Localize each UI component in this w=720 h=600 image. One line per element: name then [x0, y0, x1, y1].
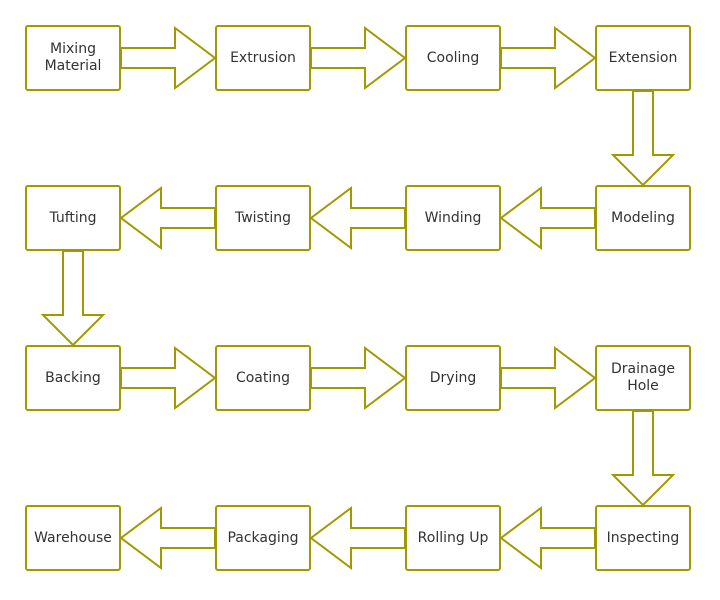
step-label: Inspecting [606, 529, 680, 546]
step-label: Backing [45, 369, 101, 386]
step-backing: Backing [25, 345, 121, 411]
flow-arrow-right [310, 346, 407, 410]
step-label: Rolling Up [417, 529, 489, 546]
flow-arrow-left [499, 186, 596, 250]
step-label: Coating [235, 369, 291, 386]
step-winding: Winding [405, 185, 501, 251]
step-modeling: Modeling [595, 185, 691, 251]
flow-arrow-left [119, 186, 216, 250]
step-coating: Coating [215, 345, 311, 411]
step-warehouse: Warehouse [25, 505, 121, 571]
step-label: Twisting [234, 209, 291, 226]
step-label: Cooling [426, 49, 480, 66]
step-label: Modeling [611, 209, 675, 226]
step-mixing-material: Mixing Material [25, 25, 121, 91]
flow-arrow-right [120, 26, 217, 90]
step-drainage-hole: Drainage Hole [595, 345, 691, 411]
step-label: Extrusion [230, 49, 296, 66]
step-label: Drainage Hole [611, 361, 675, 394]
flow-arrow-down [610, 410, 676, 507]
step-rolling-up: Rolling Up [405, 505, 501, 571]
step-tufting: Tufting [25, 185, 121, 251]
flow-arrow-down [40, 250, 106, 347]
flow-arrow-right [310, 26, 407, 90]
flow-arrow-down [610, 90, 676, 187]
step-label: Tufting [49, 209, 97, 226]
flow-arrow-right [120, 346, 217, 410]
step-label: Mixing Material [44, 41, 102, 74]
step-packaging: Packaging [215, 505, 311, 571]
flow-arrow-left [309, 506, 406, 570]
step-extrusion: Extrusion [215, 25, 311, 91]
step-label: Packaging [227, 529, 299, 546]
flow-arrow-right [500, 26, 597, 90]
step-drying: Drying [405, 345, 501, 411]
flow-arrow-left [309, 186, 406, 250]
step-extension: Extension [595, 25, 691, 91]
step-label: Winding [424, 209, 482, 226]
flow-arrow-left [499, 506, 596, 570]
flow-arrow-right [500, 346, 597, 410]
step-label: Warehouse [34, 529, 112, 546]
flow-arrow-left [119, 506, 216, 570]
step-label: Drying [429, 369, 477, 386]
step-twisting: Twisting [215, 185, 311, 251]
step-inspecting: Inspecting [595, 505, 691, 571]
step-cooling: Cooling [405, 25, 501, 91]
step-label: Extension [608, 49, 678, 66]
